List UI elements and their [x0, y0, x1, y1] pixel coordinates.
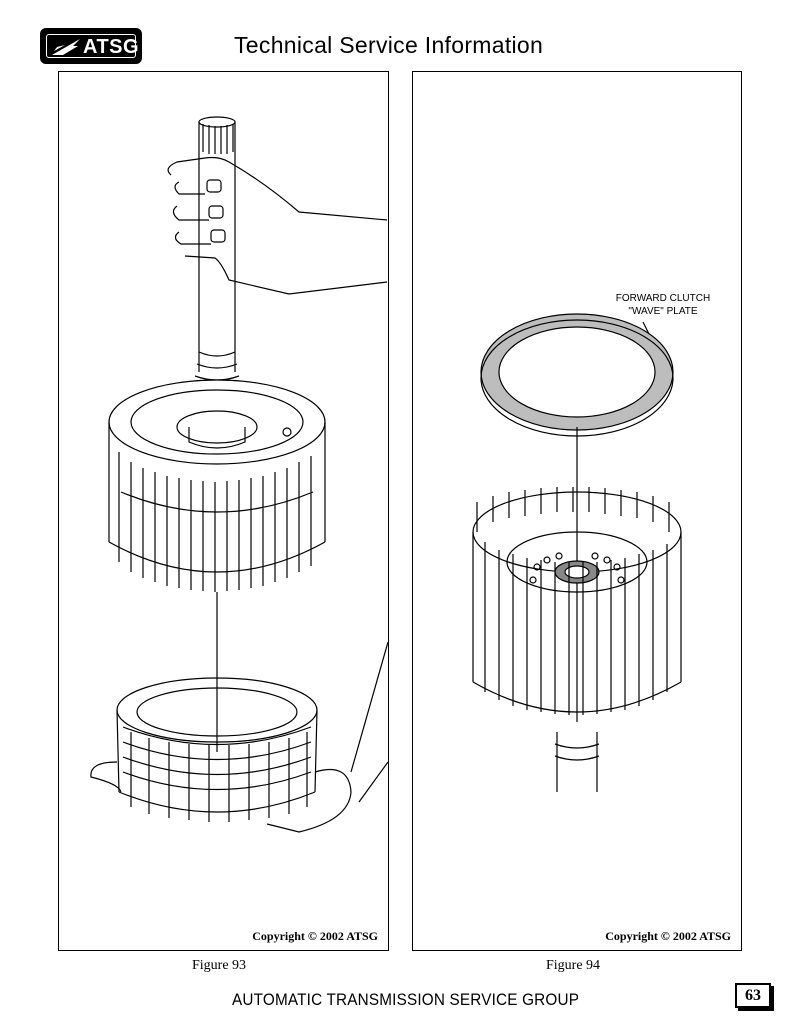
- logo-frame: [46, 34, 136, 58]
- clutch-drum: [108, 379, 326, 592]
- clutch-drum: [472, 487, 682, 715]
- figure-94-illustration: [472, 313, 682, 792]
- figure-94-panel: FORWARD CLUTCH "WAVE" PLATE Copyright © …: [412, 71, 742, 951]
- atsg-logo: ATSG: [40, 28, 142, 64]
- lower-hand: [90, 641, 388, 833]
- figure-94-copyright: Copyright © 2002 ATSG: [605, 929, 731, 943]
- callout-leader: [642, 321, 650, 335]
- page-title: Technical Service Information: [234, 32, 544, 58]
- callout-line-2: "WAVE" PLATE: [628, 306, 698, 317]
- output-shaft: [554, 732, 600, 792]
- figure-93-illustration: [90, 116, 388, 833]
- wave-plate: [480, 313, 674, 437]
- figure-94-caption: Figure 94: [546, 958, 601, 973]
- wave-plate-callout: FORWARD CLUTCH "WAVE" PLATE: [593, 292, 733, 318]
- footer-organization: AUTOMATIC TRANSMISSION SERVICE GROUP: [232, 990, 580, 1009]
- upper-hand: [167, 156, 388, 295]
- figure-93-copyright: Copyright © 2002 ATSG: [252, 929, 378, 943]
- figure-93-caption: Figure 93: [192, 958, 247, 973]
- bird-icon: [52, 39, 80, 55]
- clutch-pack: [116, 677, 318, 822]
- callout-line-1: FORWARD CLUTCH: [615, 293, 711, 304]
- page-number: 63: [735, 983, 771, 1008]
- logo-text: ATSG: [83, 36, 140, 58]
- figure-93-panel: Copyright © 2002 ATSG: [58, 71, 389, 951]
